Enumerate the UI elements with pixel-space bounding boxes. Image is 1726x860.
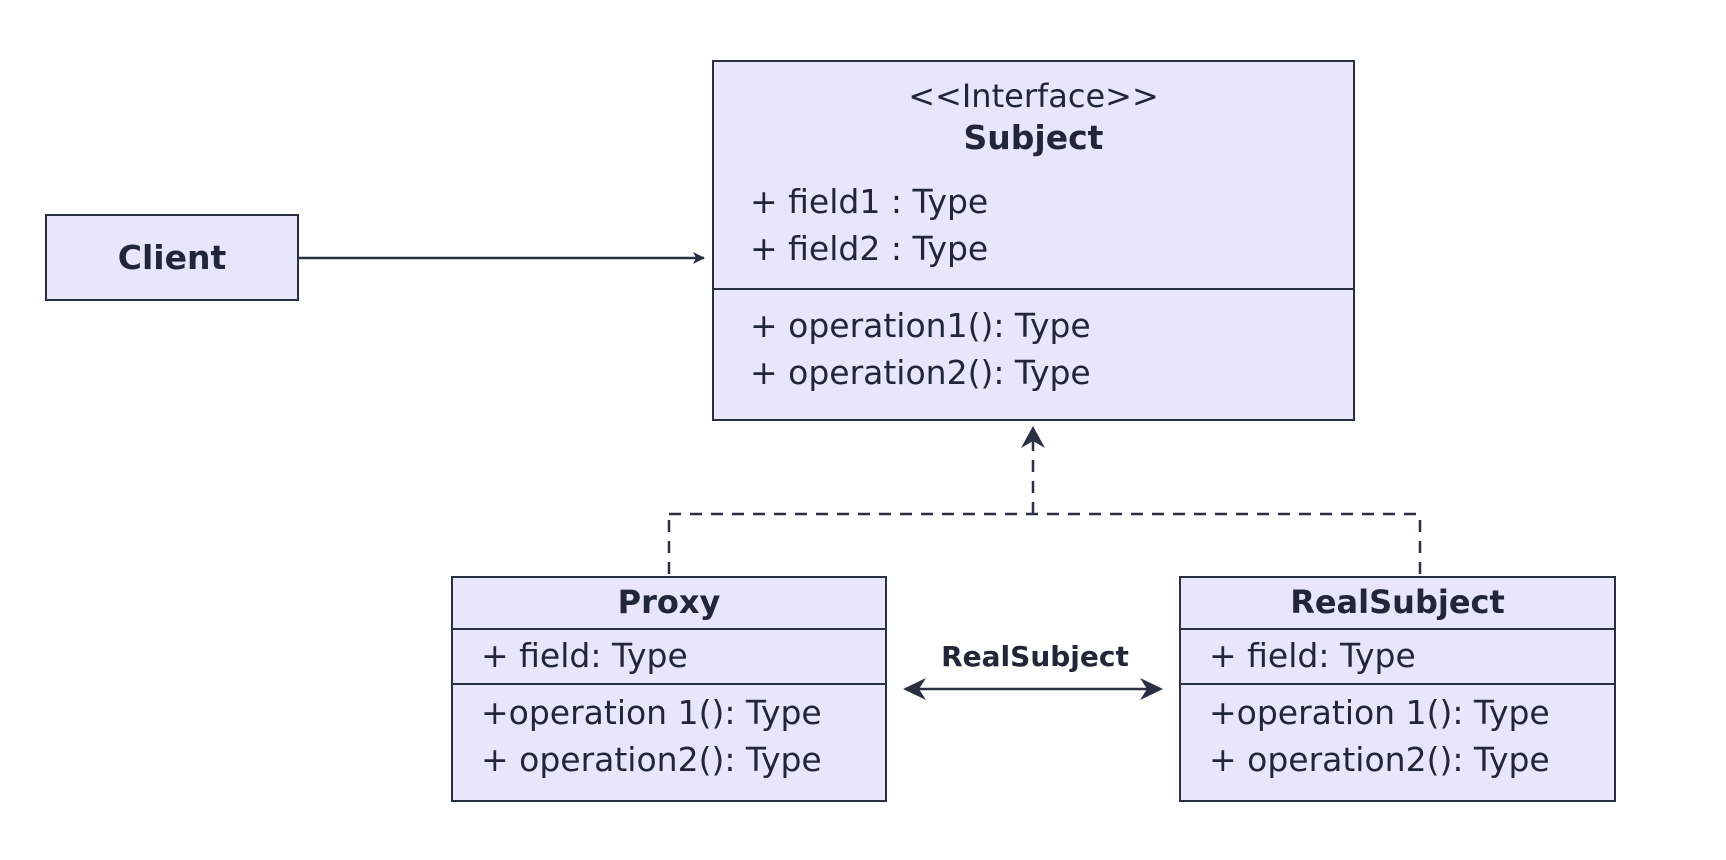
- association-left-arrowhead: [903, 678, 926, 700]
- subject-operations-section: + operation1(): Type + operation2(): Typ…: [714, 288, 1353, 423]
- subject-stereotype: <<Interface>>: [908, 77, 1159, 115]
- client-class-box: Client: [45, 214, 299, 301]
- realsubject-field: + field: Type: [1209, 636, 1416, 675]
- realsubject-operations-section: +operation 1(): Type + operation2(): Typ…: [1181, 683, 1614, 783]
- subject-field: + field1 : Type: [750, 182, 989, 221]
- realsubject-title: RealSubject: [1290, 583, 1505, 621]
- subject-operation: + operation2(): Type: [750, 353, 1091, 392]
- association-label: RealSubject: [941, 640, 1129, 673]
- proxy-field: + field: Type: [481, 636, 688, 675]
- proxy-class-box: Proxy + field: Type +operation 1(): Type…: [451, 576, 887, 802]
- proxy-title: Proxy: [617, 583, 721, 621]
- proxy-operation: + operation2(): Type: [481, 740, 822, 779]
- proxy-operation: +operation 1(): Type: [481, 693, 822, 732]
- subject-header-section: <<Interface>> Subject + field1 : Type + …: [714, 62, 1353, 288]
- realsubject-class-box: RealSubject + field: Type +operation 1()…: [1179, 576, 1616, 802]
- proxy-operations-section: +operation 1(): Type + operation2(): Typ…: [453, 683, 885, 783]
- realization-arrowhead: [1021, 426, 1045, 448]
- subject-fields: + field1 : Type + field2 : Type: [714, 159, 1353, 272]
- proxy-fields-section: + field: Type: [453, 628, 885, 683]
- subject-interface-box: <<Interface>> Subject + field1 : Type + …: [712, 60, 1355, 421]
- realization-connector: [667, 436, 1422, 574]
- subject-field: + field2 : Type: [750, 229, 989, 268]
- realsubject-fields-section: + field: Type: [1181, 628, 1614, 683]
- subject-title: Subject: [963, 118, 1104, 157]
- association-right-arrowhead: [1140, 678, 1163, 700]
- client-title: Client: [117, 238, 227, 277]
- realsubject-operation: +operation 1(): Type: [1209, 693, 1550, 732]
- subject-operation: + operation1(): Type: [750, 306, 1091, 345]
- realsubject-operation: + operation2(): Type: [1209, 740, 1550, 779]
